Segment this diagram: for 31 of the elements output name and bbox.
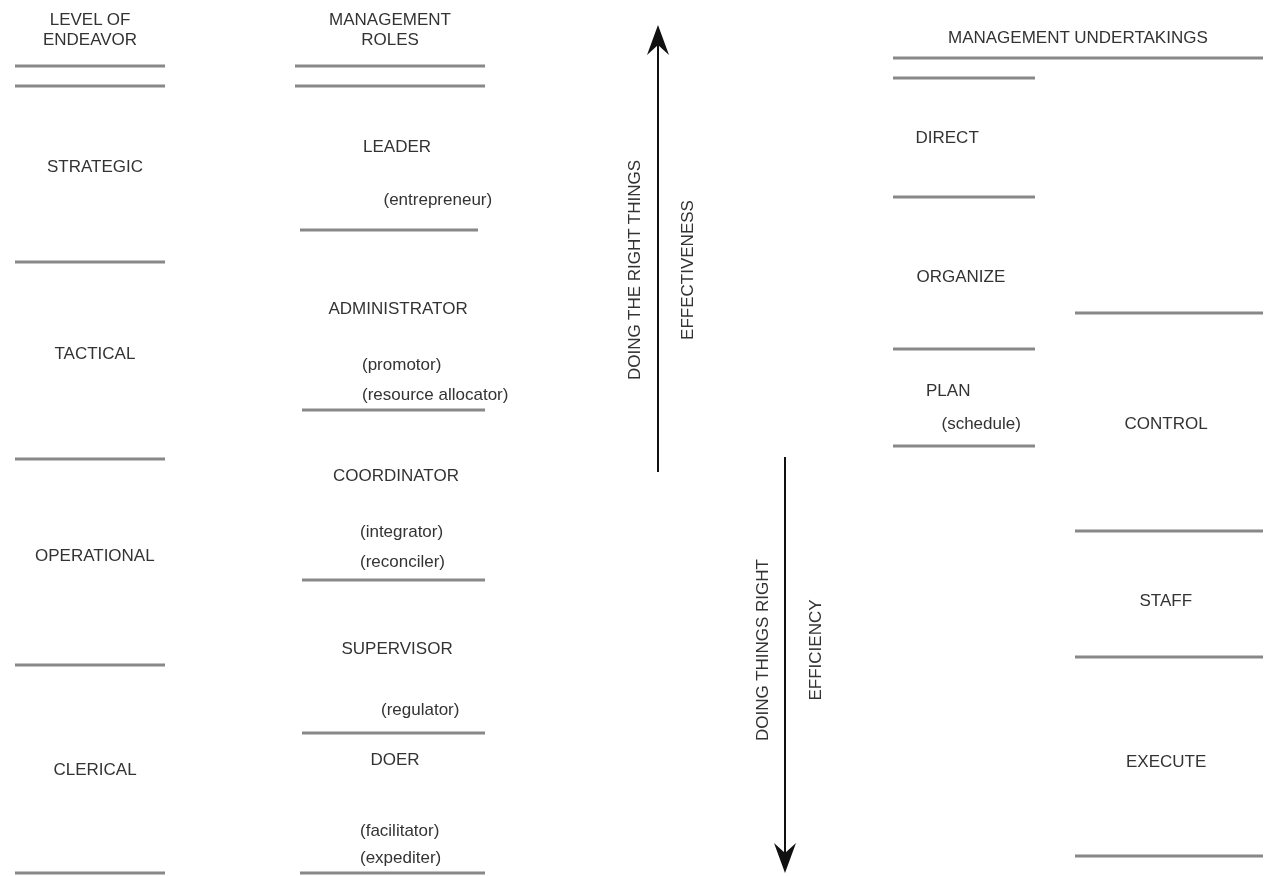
undertaking-note: (schedule) — [941, 414, 1021, 434]
column-heading: LEVEL OF ENDEAVOR — [41, 10, 139, 50]
undertaking-label: DIRECT — [915, 128, 979, 148]
role-note: (expediter) — [360, 848, 442, 868]
undertaking-label: CONTROL — [1124, 414, 1208, 434]
role-note: (facilitator) — [360, 821, 440, 841]
role-label: SUPERVISOR — [341, 639, 453, 659]
level-label: CLERICAL — [53, 760, 137, 780]
role-note: (regulator) — [381, 700, 460, 720]
axis-label: EFFECTIVENESS — [677, 200, 698, 340]
undertaking-label: PLAN — [926, 381, 971, 401]
role-label: LEADER — [363, 137, 432, 157]
axis-label: DOING THINGS RIGHT — [753, 559, 773, 741]
role-note: (reconciler) — [360, 552, 446, 572]
axis-label: DOING THE RIGHT THINGS — [625, 159, 646, 381]
level-label: OPERATIONAL — [35, 546, 155, 566]
column-heading: MANAGEMENT ROLES — [328, 10, 452, 50]
undertaking-label: ORGANIZE — [916, 267, 1006, 287]
undertaking-label: STAFF — [1139, 591, 1193, 611]
role-label: DOER — [370, 750, 420, 770]
role-label: COORDINATOR — [333, 466, 459, 486]
undertaking-label: EXECUTE — [1126, 752, 1207, 772]
axis-label: EFFICIENCY — [805, 599, 826, 701]
column-heading: MANAGEMENT UNDERTAKINGS — [948, 28, 1208, 48]
level-label: STRATEGIC — [47, 157, 144, 177]
role-label: ADMINISTRATOR — [328, 299, 468, 319]
role-note: (promotor) — [362, 355, 442, 375]
role-note: (resource allocator) — [362, 385, 509, 405]
role-note: (integrator) — [360, 522, 444, 542]
role-note: (entrepreneur) — [383, 190, 493, 210]
level-label: TACTICAL — [54, 344, 136, 364]
